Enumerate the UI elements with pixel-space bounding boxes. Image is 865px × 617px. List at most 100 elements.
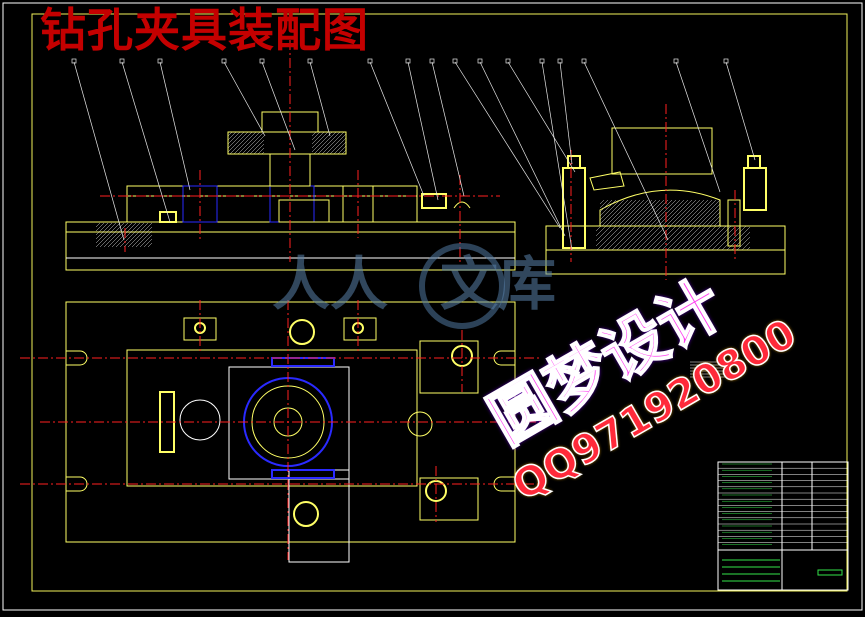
hatch-line — [312, 132, 313, 133]
side-clamp-left — [562, 167, 586, 249]
hatch-line — [151, 246, 152, 247]
hatch-line — [646, 226, 672, 250]
leader-line — [159, 61, 191, 191]
clamp-pad-right — [342, 185, 374, 223]
side-view — [545, 104, 796, 280]
hatch-line — [689, 200, 717, 226]
leader-line — [454, 61, 561, 229]
leader-line — [479, 61, 566, 237]
hatch-line — [600, 200, 609, 209]
leader-line — [121, 61, 171, 223]
hatch-line — [649, 200, 677, 226]
hatch-line — [752, 226, 776, 250]
hatch-line — [321, 132, 345, 154]
leader-line — [507, 61, 576, 173]
balloon-tick — [452, 58, 458, 64]
hatch-area — [312, 132, 388, 154]
clamp-nut — [421, 193, 447, 209]
balloon-tick — [157, 58, 163, 64]
leader-line — [223, 61, 266, 137]
hatch-line — [345, 153, 346, 154]
hatch-line — [139, 234, 152, 247]
hatch-line — [685, 200, 713, 226]
hatch-line — [107, 223, 133, 247]
clamp-pad-left — [182, 185, 218, 223]
hatch-line — [354, 132, 376, 154]
leader-line — [541, 61, 573, 251]
hatch-line — [245, 135, 264, 154]
hatch-area — [600, 200, 768, 226]
hatch-line — [686, 226, 712, 250]
hatch-line — [772, 226, 796, 250]
hatch-line — [625, 200, 653, 226]
hatch-line — [127, 223, 152, 247]
hatch-line — [621, 226, 647, 250]
hatch-line — [613, 200, 641, 226]
hatch-line — [312, 132, 333, 153]
hatch-line — [233, 132, 257, 154]
hatch-line — [742, 200, 768, 226]
balloon-tick — [405, 58, 411, 64]
hatch-line — [734, 200, 760, 226]
plan-blue-clip-top — [271, 357, 335, 367]
plan-locator-circle — [179, 399, 221, 441]
hatch-line — [228, 132, 249, 153]
hatch-line — [228, 132, 237, 141]
hatch-line — [312, 132, 321, 141]
watermark-text-left: 人人 — [272, 250, 389, 318]
hatch-line — [366, 132, 388, 154]
knob-arc — [453, 201, 471, 209]
front-view — [65, 40, 516, 271]
inner-border — [31, 13, 848, 592]
hatch-line — [665, 200, 693, 226]
watermark-logo — [419, 243, 505, 329]
title-label — [817, 569, 843, 576]
hatch-line — [716, 226, 742, 250]
hatch-line — [669, 200, 697, 226]
hatch-line — [661, 226, 687, 250]
hatch-line — [143, 238, 152, 247]
balloon-tick — [119, 58, 125, 64]
hatch-area — [228, 132, 304, 154]
hatch-line — [767, 226, 791, 250]
balloon-tick — [259, 58, 265, 64]
plan-swing-top — [289, 319, 315, 345]
hatch-line — [111, 223, 137, 247]
plan-clamp-body — [126, 349, 418, 487]
drill-plate — [227, 131, 347, 155]
leader-line — [73, 61, 125, 241]
hatch-line — [282, 132, 304, 154]
balloon-tick — [505, 58, 511, 64]
leader-line — [261, 61, 296, 151]
hatch-line — [676, 226, 702, 250]
side-clamp-screw — [567, 155, 581, 169]
hatch-line — [156, 223, 180, 247]
hatch-line — [123, 223, 149, 247]
hatch-line — [237, 132, 261, 154]
hatch-line — [228, 132, 241, 145]
hatch-line — [600, 200, 625, 225]
hatch-line — [713, 219, 720, 226]
hatch-line — [705, 211, 720, 226]
hatch-line — [736, 236, 750, 250]
hatch-line — [600, 200, 621, 221]
leader-line — [309, 61, 331, 137]
hatch-line — [317, 132, 341, 154]
hatch-line — [312, 132, 317, 137]
hatch-line — [229, 132, 253, 154]
balloon-tick — [557, 58, 563, 64]
hatch-line — [313, 132, 337, 154]
plan-swing-bottom — [293, 501, 319, 527]
hatch-area — [596, 226, 796, 250]
hatch-line — [611, 226, 637, 250]
hatch-line — [131, 226, 152, 247]
hatch-line — [115, 223, 141, 247]
hatch-line — [656, 226, 682, 250]
hatch-line — [135, 230, 152, 247]
hatch-line — [241, 132, 264, 154]
hatch-line — [741, 241, 750, 250]
plan-nut-block-top — [419, 340, 479, 394]
hatch-line — [312, 132, 325, 145]
